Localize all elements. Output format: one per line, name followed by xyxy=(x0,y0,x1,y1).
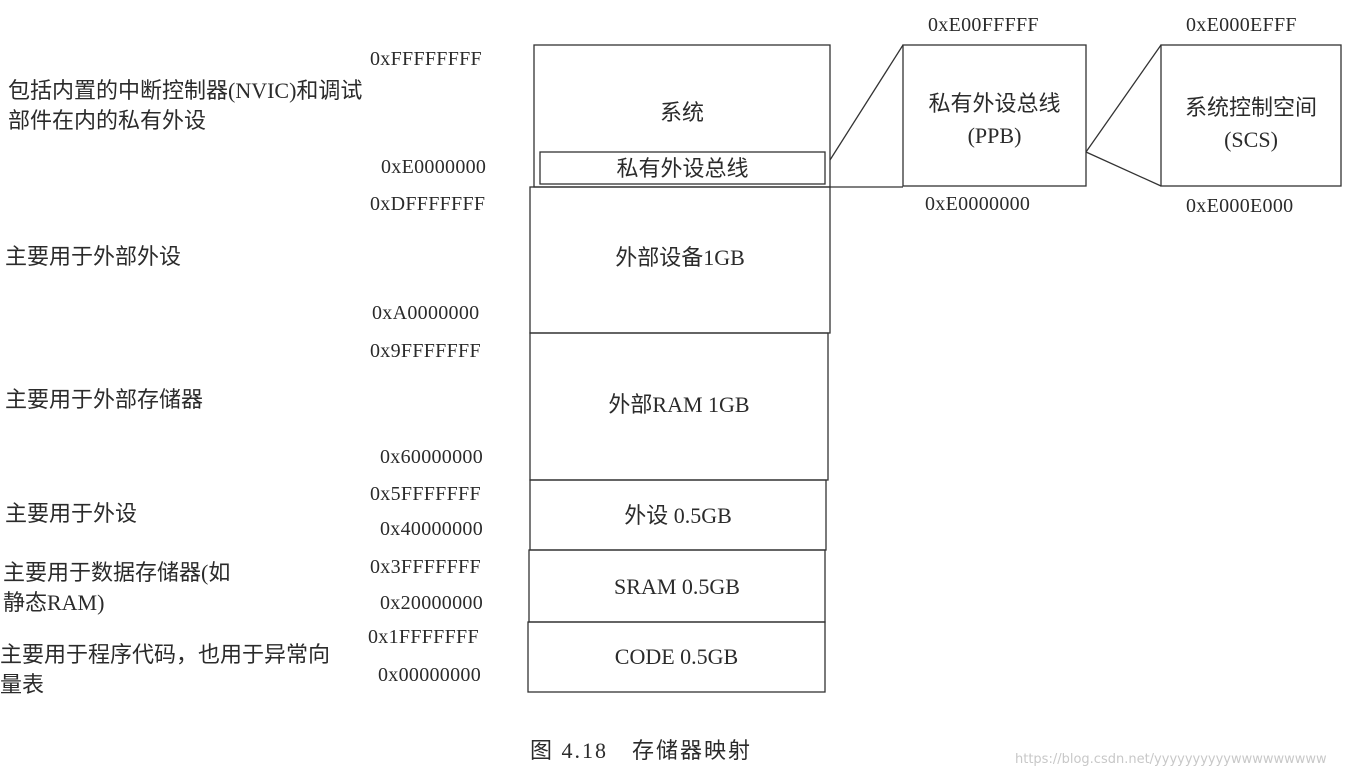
addr-a0000000: 0xA0000000 xyxy=(372,302,480,324)
desc-code: 主要用于程序代码，也用于异常向量表 xyxy=(0,642,331,697)
ppb-label-line1: 私有外设总线 xyxy=(928,91,1061,116)
region-label-code: CODE 0.5GB xyxy=(614,644,739,669)
scs-connector-bottom xyxy=(1085,151,1162,187)
addr-00000000: 0x00000000 xyxy=(378,664,481,686)
ppb-connector-top xyxy=(829,44,904,161)
addr-3fffffff: 0x3FFFFFFF xyxy=(370,556,481,578)
scs-label-line1: 系统控制空间 xyxy=(1184,95,1317,120)
addr-60000000: 0x60000000 xyxy=(380,446,483,468)
region-label-ext-device: 外部设备1GB xyxy=(615,245,745,270)
region-label-peripheral: 外设 0.5GB xyxy=(624,503,732,528)
addr-5fffffff: 0x5FFFFFFF xyxy=(370,483,481,505)
region-label-ppb-sub: 私有外设总线 xyxy=(616,156,749,181)
desc-peripheral: 主要用于外设 xyxy=(5,501,138,526)
desc-ext-device: 主要用于外部外设 xyxy=(5,244,182,269)
code-region-box xyxy=(527,621,826,693)
watermark: https://blog.csdn.net/yyyyyyyyyywwwwwwww… xyxy=(1015,752,1327,767)
ppb-bottom-addr: 0xE0000000 xyxy=(925,193,1031,215)
desc-system: 包括内置的中断控制器(NVIC)和调试部件在内的私有外设 xyxy=(8,78,363,133)
ppb-label-line2: (PPB) xyxy=(967,123,1022,148)
desc-sram: 主要用于数据存储器(如静态RAM) xyxy=(3,560,231,615)
ppb-box xyxy=(902,44,1087,187)
ppb-top-addr: 0xE00FFFFF xyxy=(928,14,1039,36)
region-label-system: 系统 xyxy=(659,100,704,125)
addr-e0000000: 0xE0000000 xyxy=(381,156,487,178)
region-label-sram: SRAM 0.5GB xyxy=(614,574,740,599)
addr-9fffffff: 0x9FFFFFFF xyxy=(370,340,481,362)
scs-bottom-addr: 0xE000E000 xyxy=(1186,195,1294,217)
addr-ffffffff: 0xFFFFFFFF xyxy=(370,48,482,70)
region-label-ext-ram: 外部RAM 1GB xyxy=(608,392,750,417)
addr-dfffffff: 0xDFFFFFFF xyxy=(370,193,486,215)
addr-40000000: 0x40000000 xyxy=(380,518,483,540)
ppb-sub-box xyxy=(539,151,826,185)
figure-caption: 图 4.18 存储器映射 xyxy=(530,738,753,763)
scs-connector-top xyxy=(1085,44,1162,153)
addr-1fffffff: 0x1FFFFFFF xyxy=(368,626,479,648)
scs-top-addr: 0xE000EFFF xyxy=(1186,14,1297,36)
scs-box xyxy=(1160,44,1342,187)
addr-20000000: 0x20000000 xyxy=(380,592,483,614)
desc-ext-ram: 主要用于外部存储器 xyxy=(5,387,204,412)
scs-label-line2: (SCS) xyxy=(1224,127,1278,152)
